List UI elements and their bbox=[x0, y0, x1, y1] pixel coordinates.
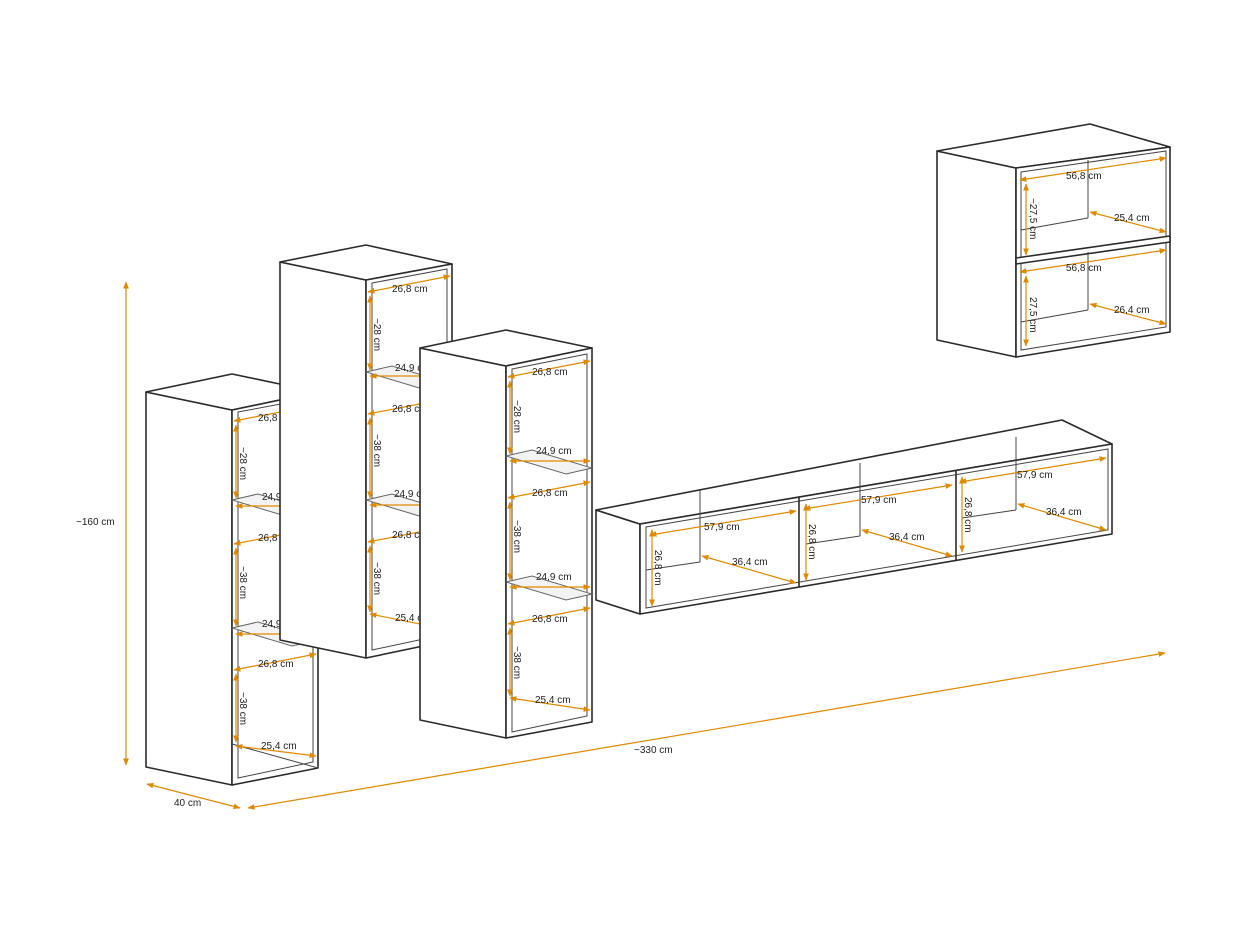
wb-top-depth: 25,4 cm bbox=[1114, 213, 1150, 224]
c3-shelf2-width: 24,9 cm bbox=[536, 572, 572, 583]
tv-back-line-2 bbox=[805, 535, 861, 545]
c2-shelf1-under: 26,8 cm bbox=[392, 404, 428, 415]
c3-top-width: 26,8 cm bbox=[532, 367, 568, 378]
c3-h2: ~38 cm bbox=[511, 520, 522, 553]
tv-c2-height: 26,8 cm bbox=[806, 524, 817, 560]
tv-c1-depth: 36,4 cm bbox=[732, 557, 768, 568]
overall-width-line bbox=[247, 651, 1166, 810]
wall-box-side bbox=[936, 150, 1017, 358]
tv-c1-w-dim bbox=[649, 509, 797, 537]
c3-h1: ~28 cm bbox=[511, 400, 522, 433]
overall-depth-label: 40 cm bbox=[174, 798, 201, 809]
wall-box: 56,8 cm ~27,5 cm 25,4 cm 56,8 cm 27,5 cm… bbox=[936, 123, 1171, 358]
wb-bottom-height: 27,5 cm bbox=[1027, 297, 1038, 333]
overall-depth-line bbox=[146, 782, 241, 810]
c2-top-width: 26,8 cm bbox=[392, 284, 428, 295]
tv-c1-width: 57,9 cm bbox=[704, 522, 740, 533]
overall-dimensions: ~160 cm ~330 cm 40 cm bbox=[76, 281, 1166, 810]
wb-bottom-width: 56,8 cm bbox=[1066, 263, 1102, 274]
wall-back-line-1 bbox=[1020, 217, 1089, 231]
tv-back-line-3 bbox=[961, 509, 1017, 519]
c2-h2: ~38 cm bbox=[371, 434, 382, 467]
c3-h3: ~38 cm bbox=[511, 646, 522, 679]
c1-h1: ~28 cm bbox=[237, 447, 248, 480]
overall-height-label: ~160 cm bbox=[76, 517, 115, 528]
c2-bottom-depth: 25,4 cm bbox=[395, 613, 431, 624]
wb-top-width: 56,8 cm bbox=[1066, 171, 1102, 182]
c1-bottom-depth: 25,4 cm bbox=[261, 741, 297, 752]
tv-unit-opening bbox=[645, 448, 1109, 609]
wb-top-height: ~27,5 cm bbox=[1027, 198, 1038, 239]
tv-c2-depth: 36,4 cm bbox=[889, 532, 925, 543]
c2-shelf2-under: 26,8 cm bbox=[392, 530, 428, 541]
c3-bottom-dim bbox=[509, 696, 591, 712]
c3-top-dim bbox=[507, 359, 591, 379]
c2-top-dim bbox=[367, 274, 451, 294]
c2-shelf2-width: 24,9 cm bbox=[394, 489, 430, 500]
c1-shelf2-under-dim bbox=[233, 652, 317, 672]
cabinet-2-side bbox=[279, 261, 367, 659]
c1-h2: ~38 cm bbox=[237, 566, 248, 599]
c2-h3: ~38 cm bbox=[371, 562, 382, 595]
tv-back-line-1 bbox=[645, 561, 701, 571]
c1-top-width: 26,8 cm bbox=[258, 413, 294, 424]
wb-top-w-dim bbox=[1019, 156, 1167, 182]
c1-bottom-dim bbox=[235, 743, 317, 759]
c3-shelf1-under-dim bbox=[507, 480, 591, 500]
tv-c1-height: 26,8 cm bbox=[652, 550, 663, 586]
overall-width-label: ~330 cm bbox=[634, 745, 673, 756]
tv-c2-w-dim bbox=[803, 483, 953, 511]
wall-back-line-2 bbox=[1020, 309, 1089, 323]
c3-shelf1-width: 24,9 cm bbox=[536, 446, 572, 457]
wb-top-d-dim bbox=[1089, 210, 1167, 234]
c2-shelf1-width: 24,9 cm bbox=[395, 363, 431, 374]
c2-h1: ~28 cm bbox=[371, 318, 382, 351]
c1-shelf1-under: 26,8 cm bbox=[258, 533, 294, 544]
wb-bottom-depth: 26,4 cm bbox=[1114, 305, 1150, 316]
cabinet-3-front bbox=[505, 347, 593, 739]
c1-shelf2-under: 26,8 cm bbox=[258, 659, 294, 670]
tv-c3-depth: 36,4 cm bbox=[1046, 507, 1082, 518]
c3-shelf2-under: 26,8 cm bbox=[532, 614, 568, 625]
c3-shelf2-under-dim bbox=[507, 606, 591, 626]
tv-c3-height: 26,8 cm bbox=[962, 497, 973, 533]
tv-c3-d-dim bbox=[1017, 503, 1107, 531]
cabinet-1-side bbox=[145, 391, 233, 786]
tv-unit-side bbox=[595, 509, 641, 615]
c1-h3: ~38 cm bbox=[237, 692, 248, 725]
c3-shelf1-under: 26,8 cm bbox=[532, 488, 568, 499]
wb-bot-w-dim bbox=[1019, 248, 1167, 274]
wb-bot-d-dim bbox=[1089, 302, 1167, 326]
cabinet-3-side bbox=[419, 347, 507, 739]
tv-unit: 26,8 cm 57,9 cm 36,4 cm 26,8 cm 57,9 cm … bbox=[595, 419, 1113, 615]
tv-c3-w-dim bbox=[959, 456, 1107, 484]
tv-c2-width: 57,9 cm bbox=[861, 495, 897, 506]
tv-c1-d-dim bbox=[701, 555, 797, 584]
c3-bottom-depth: 25,4 cm bbox=[535, 695, 571, 706]
tv-c2-d-dim bbox=[861, 529, 953, 557]
cabinet-3: 26,8 cm ~28 cm 24,9 cm 26,8 cm ~38 cm 24… bbox=[419, 329, 594, 739]
tv-c3-width: 57,9 cm bbox=[1017, 470, 1053, 481]
